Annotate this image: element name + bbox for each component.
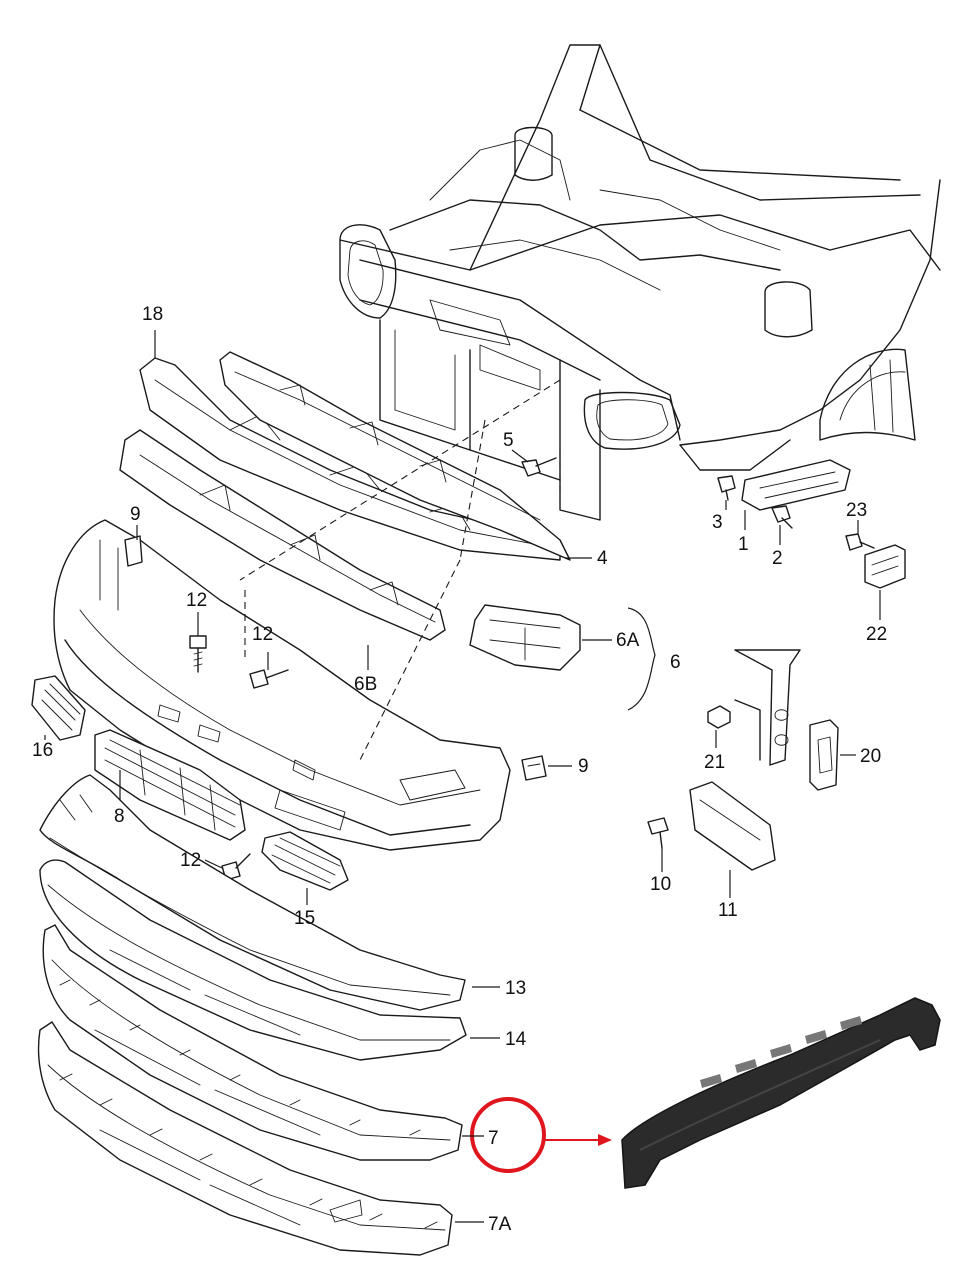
highlight-arrow bbox=[544, 1134, 612, 1146]
callout-23: 23 bbox=[846, 500, 867, 521]
callout-6b: 6B bbox=[354, 674, 377, 695]
bolt-10 bbox=[647, 817, 669, 849]
tow-hook-bracket bbox=[734, 649, 801, 766]
callout-6a: 6A bbox=[616, 630, 640, 651]
spoiler-7a bbox=[37, 1021, 453, 1256]
mount-9-left bbox=[124, 535, 143, 567]
mount-9-right bbox=[521, 755, 547, 781]
bracket-22 bbox=[864, 544, 906, 589]
bracket-6a bbox=[469, 604, 581, 671]
nut-21 bbox=[707, 705, 731, 729]
callout-12-middle: 12 bbox=[252, 624, 273, 645]
screw-23 bbox=[845, 533, 875, 551]
callout-7a: 7A bbox=[488, 1214, 512, 1235]
assembly-lines bbox=[239, 379, 561, 761]
screw-3 bbox=[717, 475, 736, 501]
grille-16 bbox=[31, 675, 86, 741]
licence-plate-holder-11 bbox=[689, 781, 776, 871]
callout-20: 20 bbox=[860, 746, 881, 767]
screw-5 bbox=[521, 457, 557, 477]
spoiler-7 bbox=[42, 924, 463, 1161]
highlight-circle bbox=[470, 1097, 546, 1173]
screw-12-upper bbox=[189, 635, 207, 673]
callout-7: 7 bbox=[488, 1128, 499, 1149]
reinforcement-bar-4 bbox=[219, 351, 571, 561]
impact-absorber-6b bbox=[119, 429, 446, 641]
bumper-cover bbox=[53, 519, 511, 851]
callout-6: 6 bbox=[670, 652, 681, 673]
callout-13: 13 bbox=[505, 978, 526, 999]
callout-4: 4 bbox=[597, 548, 608, 569]
callout-1: 1 bbox=[738, 534, 749, 555]
leader-lines bbox=[44, 330, 881, 1223]
bracket-guide-1 bbox=[741, 459, 851, 511]
callout-9-upper: 9 bbox=[130, 504, 141, 525]
callout-18: 18 bbox=[142, 304, 163, 325]
callout-21: 21 bbox=[704, 752, 725, 773]
callout-11: 11 bbox=[718, 900, 738, 921]
bracket-20 bbox=[809, 719, 839, 791]
callout-16: 16 bbox=[32, 740, 53, 761]
screw-2 bbox=[771, 505, 793, 529]
callout-12-lower: 12 bbox=[180, 850, 201, 871]
trim-strip-13 bbox=[39, 774, 466, 1011]
callout-15: 15 bbox=[294, 908, 315, 929]
spoiler-7-photo bbox=[621, 997, 941, 1189]
callout-9-lower: 9 bbox=[578, 756, 589, 777]
callout-22: 22 bbox=[866, 624, 887, 645]
grille-8 bbox=[94, 729, 246, 841]
grille-15 bbox=[261, 831, 349, 891]
screw-12-middle bbox=[249, 669, 289, 689]
trim-strip-14 bbox=[39, 859, 467, 1061]
callout-2: 2 bbox=[772, 548, 783, 569]
callout-5: 5 bbox=[503, 430, 514, 451]
callout-8: 8 bbox=[114, 806, 125, 827]
callout-14: 14 bbox=[505, 1029, 527, 1050]
callout-12-upper: 12 bbox=[186, 590, 207, 611]
callout-3: 3 bbox=[712, 512, 723, 533]
callout-10: 10 bbox=[650, 874, 671, 895]
callout-labels: 18 5 3 1 2 23 22 4 9 12 12 6B 6A 6 16 8 … bbox=[32, 304, 887, 1235]
vehicle-body-frame bbox=[339, 44, 941, 521]
